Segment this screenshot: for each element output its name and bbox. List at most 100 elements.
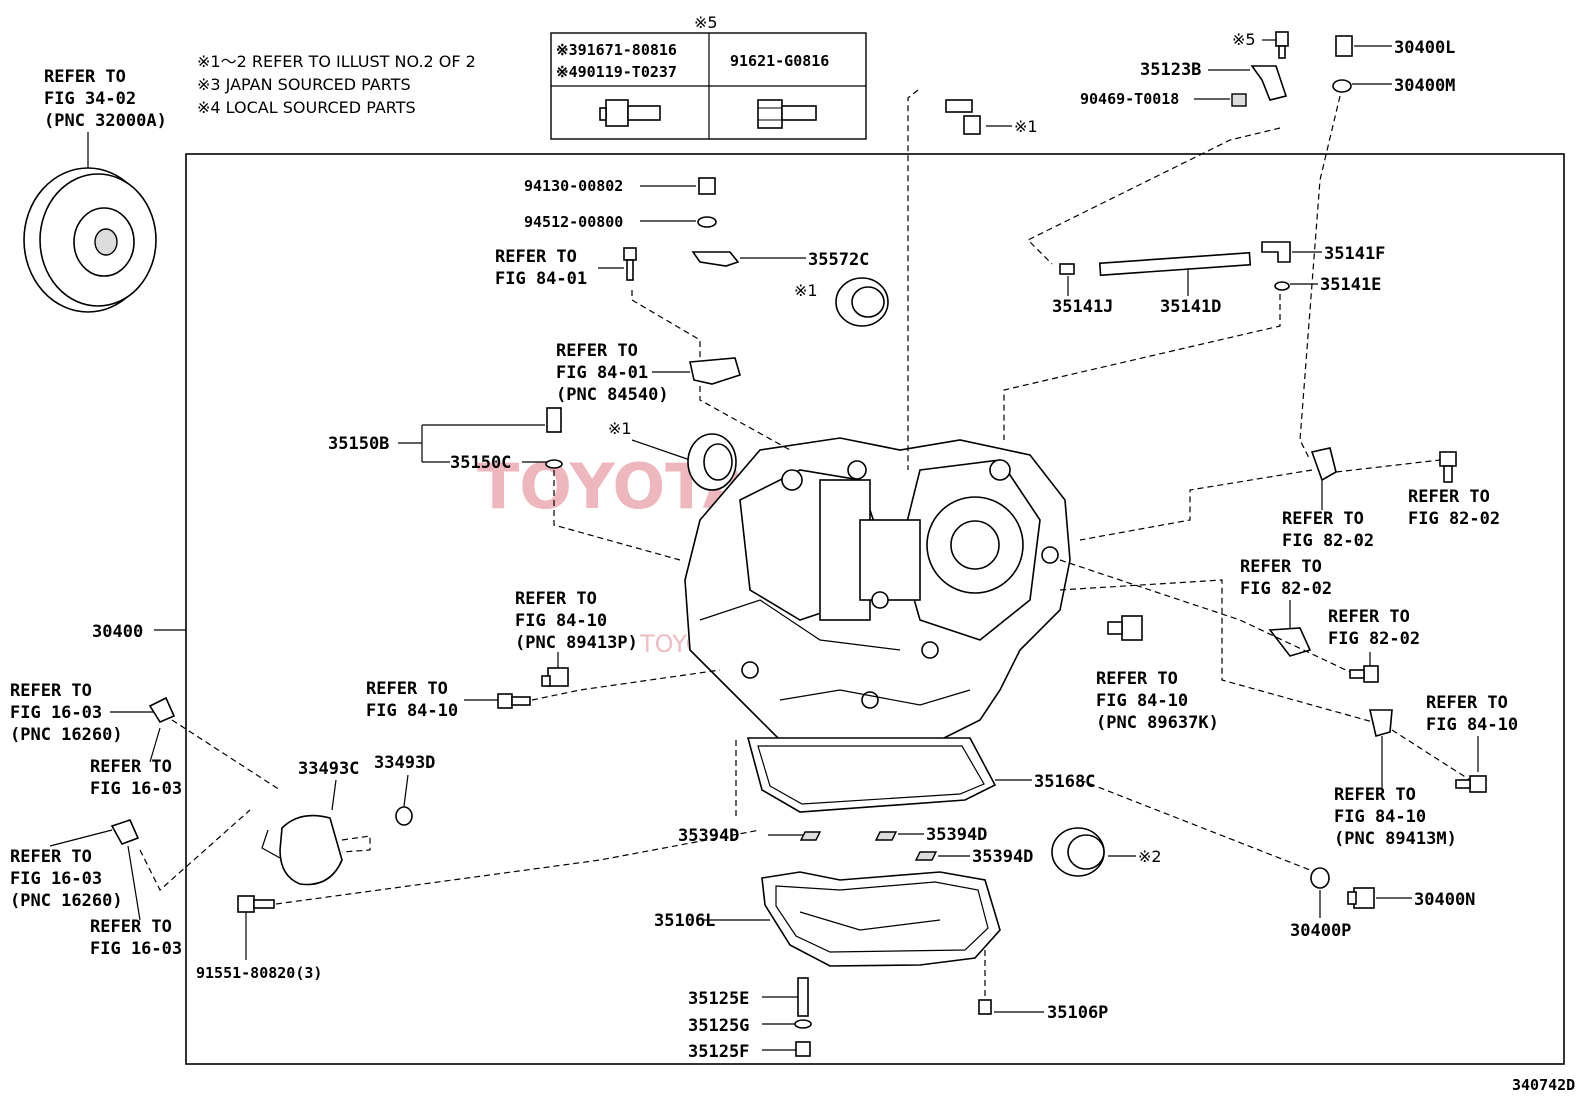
ref-fig8202b-line1: REFER TO xyxy=(1408,487,1490,507)
nut-washer: 94130-00802 94512-00800 xyxy=(524,177,717,231)
oil-cooler: 33493C 33493D xyxy=(261,753,435,886)
table-mark-5: ※5 xyxy=(694,13,718,32)
ref-fig8410d-line2: FIG 84-10 xyxy=(1426,715,1518,735)
bolt-table: ※5 ※391671-80816 ※490119-T0237 91621-G08… xyxy=(550,13,867,140)
label-35394d-b: 35394D xyxy=(926,825,987,845)
oil-tube: 35141J 35141D 35141F 35141E xyxy=(1003,241,1385,440)
drain-plug-group: 35125E 35125G 35125F xyxy=(688,977,812,1062)
plugs-30400np: 30400P 30400N xyxy=(1079,779,1475,941)
oil-seal-2: ※2 xyxy=(1051,827,1162,877)
ref-fig1603d-line2: FIG 16-03 xyxy=(90,939,182,959)
mark-5: ※5 xyxy=(1232,30,1256,49)
ref-fig8410e-line2: FIG 84-10 xyxy=(1334,807,1426,827)
ref-fig1603c-line1: REFER TO xyxy=(10,847,92,867)
label-35125f: 35125F xyxy=(688,1042,749,1062)
ref-fig1603c-line3: (PNC 16260) xyxy=(10,891,123,911)
label-35141j: 35141J xyxy=(1052,297,1113,317)
bracket-35123b: ※5 35123B 90469-T0018 xyxy=(1026,30,1289,265)
bolt-ref-8401: REFER TO FIG 84-01 xyxy=(495,247,701,365)
note-japan-sourced: ※3 JAPAN SOURCED PARTS xyxy=(197,75,411,94)
ref-fig8410a-line1: REFER TO xyxy=(515,589,597,609)
label-30400n: 30400N xyxy=(1414,890,1475,910)
ref-fig8401b-line1: REFER TO xyxy=(556,341,638,361)
ref-fig8401a-line1: REFER TO xyxy=(495,247,577,267)
ref-fig8202a-line2: FIG 82-02 xyxy=(1282,531,1374,551)
ref-fig3402-line1: REFER TO xyxy=(44,67,126,87)
mark-1-a: ※1 xyxy=(794,281,818,300)
ref-fig1603b-line1: REFER TO xyxy=(90,757,172,777)
label-35125g: 35125G xyxy=(688,1016,749,1036)
label-35141d: 35141D xyxy=(1160,297,1221,317)
label-35394d-a: 35394D xyxy=(678,826,739,846)
bolt-mark1-top: ※1 xyxy=(907,89,1038,470)
ref-fig1603c-line2: FIG 16-03 xyxy=(10,869,102,889)
label-33493c: 33493C xyxy=(298,759,359,779)
label-35106l: 35106L xyxy=(654,911,715,931)
ref-fig8410c-line1: REFER TO xyxy=(1096,669,1178,689)
bolt-ref-8410-left: REFER TO FIG 84-10 xyxy=(366,669,721,721)
ref-fig8410a-line2: FIG 84-10 xyxy=(515,611,607,631)
ref-fig8410e-line3: (PNC 89413M) xyxy=(1334,829,1457,849)
ref-fig8410d-line1: REFER TO xyxy=(1426,693,1508,713)
label-33493d: 33493D xyxy=(374,753,435,773)
bracket-35572c: 35572C xyxy=(691,250,869,270)
right-refs: REFER TO FIG 82-02 REFER TO FIG 82-02 RE… xyxy=(1059,447,1518,849)
label-90469: 90469-T0018 xyxy=(1080,90,1179,108)
mark-1-c: ※1 xyxy=(1014,117,1038,136)
label-35123b: 35123B xyxy=(1140,60,1201,80)
label-35125e: 35125E xyxy=(688,989,749,1009)
label-91551: 91551-80820(3) xyxy=(196,964,322,982)
table-bolt-alt: 91621-G0816 xyxy=(730,52,829,70)
ref-fig3402-line2: FIG 34-02 xyxy=(44,89,136,109)
pan-bolt: 35106P xyxy=(978,950,1108,1023)
assembly-frame xyxy=(185,153,1565,1065)
hose-clamps: REFER TO FIG 16-03 (PNC 16260) REFER TO … xyxy=(10,681,281,959)
oil-pan: 35106L xyxy=(654,871,1001,967)
ref-fig8401b-line3: (PNC 84540) xyxy=(556,385,669,405)
torque-converter: REFER TO FIG 34-02 (PNC 32000A) xyxy=(23,67,167,313)
ref-fig8410b-line1: REFER TO xyxy=(366,679,448,699)
label-35141e: 35141E xyxy=(1320,275,1381,295)
ref-fig8410c-line3: (PNC 89637K) xyxy=(1096,713,1219,733)
ref-fig1603a-line2: FIG 16-03 xyxy=(10,703,102,723)
ref-fig8202d-line2: FIG 82-02 xyxy=(1328,629,1420,649)
ref-fig1603a-line1: REFER TO xyxy=(10,681,92,701)
label-35106p: 35106P xyxy=(1047,1003,1108,1023)
ref-fig8410a-line3: (PNC 89413P) xyxy=(515,633,638,653)
label-35150c: 35150C xyxy=(450,453,511,473)
table-bolt-jp: ※391671-80816 xyxy=(556,41,677,59)
ref-fig8202b-line2: FIG 82-02 xyxy=(1408,509,1500,529)
oil-seal-1a: ※1 xyxy=(794,277,889,327)
transmission-case xyxy=(684,437,1071,741)
flange-bolt-icon xyxy=(599,99,661,127)
figure-id: 340742D xyxy=(1512,1076,1575,1094)
ref-fig8410b-line2: FIG 84-10 xyxy=(366,701,458,721)
label-30400l: 30400L xyxy=(1394,38,1455,58)
ref-fig8401a-line2: FIG 84-01 xyxy=(495,269,587,289)
note-illust-ref: ※1～2 REFER TO ILLUST NO.2 OF 2 xyxy=(197,52,476,71)
plugs-30400lm: 30400L 30400M xyxy=(1299,35,1455,461)
ref-fig1603a-line3: (PNC 16260) xyxy=(10,725,123,745)
bolt-91551: 91551-80820(3) xyxy=(196,829,761,982)
label-30400: 30400 xyxy=(92,622,143,642)
label-30400m: 30400M xyxy=(1394,76,1455,96)
label-35168c: 35168C xyxy=(1034,772,1095,792)
ref-fig3402-line3: (PNC 32000A) xyxy=(44,111,167,131)
label-30400p: 30400P xyxy=(1290,921,1351,941)
ref-fig8202a-line1: REFER TO xyxy=(1282,509,1364,529)
label-35141f: 35141F xyxy=(1324,244,1385,264)
mark-2: ※2 xyxy=(1138,847,1162,866)
label-94512: 94512-00800 xyxy=(524,213,623,231)
shift-lever: REFER TO FIG 84-01 (PNC 84540) xyxy=(556,341,791,451)
ref-fig8202c-line1: REFER TO xyxy=(1240,557,1322,577)
ref-fig1603b-line2: FIG 16-03 xyxy=(90,779,182,799)
ref-fig8202d-line1: REFER TO xyxy=(1328,607,1410,627)
pan-gasket: 35168C xyxy=(746,737,1095,813)
ref-fig8401b-line2: FIG 84-01 xyxy=(556,363,648,383)
label-35150b: 35150B xyxy=(328,434,389,454)
speed-sensor-input: REFER TO FIG 84-10 (PNC 89413P) xyxy=(515,589,638,687)
ref-fig8202c-line2: FIG 82-02 xyxy=(1240,579,1332,599)
ref-fig8410c-line2: FIG 84-10 xyxy=(1096,691,1188,711)
hex-bolt-icon xyxy=(757,99,817,129)
